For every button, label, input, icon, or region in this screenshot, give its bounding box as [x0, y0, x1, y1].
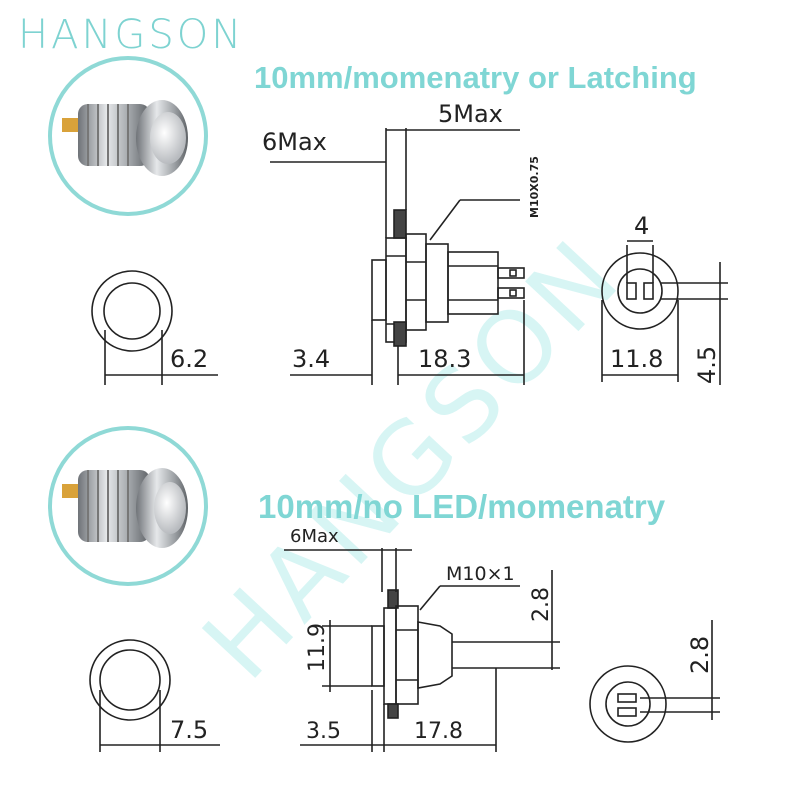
dim-six-max-1: 6Max: [262, 128, 327, 156]
section2-heading: 10mm/no LED/momenatry: [258, 488, 666, 525]
dim-height-2: 11.9: [305, 623, 330, 672]
rear-view-2: [589, 620, 720, 743]
dim-flange-2: 3.5: [306, 719, 341, 744]
rear-view-1: [601, 240, 728, 385]
dim-five-max-1: 5Max: [438, 100, 503, 128]
dim-pin-w-1: 4: [634, 212, 649, 240]
dim-rear-pin-2: 2.8: [686, 636, 714, 674]
side-view-2: [284, 548, 560, 752]
dim-flange-1: 3.4: [292, 345, 330, 373]
product-photo-2: [48, 426, 208, 586]
section1-heading: 10mm/momenatry or Latching: [254, 60, 697, 95]
dim-body-len-2: 17.8: [414, 719, 463, 744]
thread-spec-1: M10X0.75: [528, 156, 541, 218]
product-photo-1: [48, 56, 208, 216]
dim-pin-len-2: 2.8: [529, 587, 554, 622]
dim-front-dia-2: 7.5: [170, 716, 208, 744]
side-view-1: [270, 128, 525, 385]
dim-six-max-2: 6Max: [290, 526, 339, 547]
dim-front-dia-1: 6.2: [170, 345, 208, 373]
dim-pin-h-1: 4.5: [693, 346, 721, 384]
brand-logo: HANGSON: [18, 12, 245, 58]
dim-rear-dia-1: 11.8: [610, 345, 663, 373]
thread-spec-2: M10×1: [446, 563, 515, 585]
front-view-1: [91, 270, 218, 385]
dim-body-len-1: 18.3: [418, 345, 471, 373]
front-view-2: [89, 639, 220, 752]
